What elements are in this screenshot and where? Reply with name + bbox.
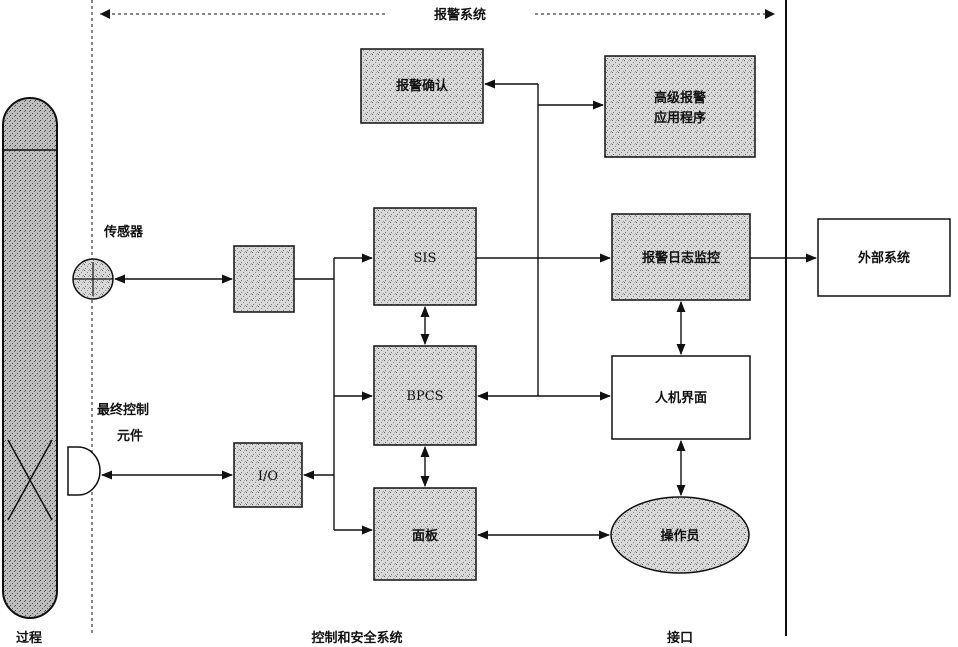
control-safety-label: 控制和安全系统 <box>311 630 402 646</box>
process-label: 过程 <box>16 630 42 646</box>
panel-label: 面板 <box>412 528 439 544</box>
interface-label: 接口 <box>667 630 693 646</box>
high-alarm-app-label-2: 应用程序 <box>654 110 706 126</box>
alarm-log-label: 报警日志监控 <box>642 250 720 266</box>
final-control-element-icon <box>67 446 101 496</box>
connectors <box>100 79 818 540</box>
external-system-box <box>817 218 951 297</box>
hmi-label: 人机界面 <box>655 390 707 406</box>
bpcs-box <box>373 345 477 446</box>
io-box <box>233 442 303 508</box>
alarm-system-label: 报警系统 <box>434 7 486 23</box>
alarm-system-range: 报警系统 <box>100 7 775 23</box>
sensor-label: 传感器 <box>103 224 144 240</box>
final-element-label-line2: 元件 <box>117 428 143 444</box>
io-label: I/O <box>258 469 278 484</box>
high-alarm-app-label-1: 高级报警 <box>654 90 706 106</box>
external-system-label: 外部系统 <box>857 250 910 266</box>
bpcs-label: BPCS <box>406 389 443 404</box>
final-element-label-line1: 最终控制 <box>97 402 149 418</box>
panel-box <box>373 487 477 581</box>
alarm-ack-box <box>360 48 484 124</box>
hmi-box <box>611 355 751 440</box>
operator-ellipse <box>610 496 750 574</box>
process-vessel <box>2 97 58 619</box>
sensor-input-box <box>233 245 295 313</box>
operator-label: 操作员 <box>660 528 699 544</box>
alarm-log-box <box>611 213 751 301</box>
sensor-icon <box>72 258 114 300</box>
sis-label: SIS <box>414 251 437 266</box>
sis-box <box>373 207 477 306</box>
high-alarm-app-box <box>604 55 756 158</box>
alarm-ack-label: 报警确认 <box>396 78 449 94</box>
